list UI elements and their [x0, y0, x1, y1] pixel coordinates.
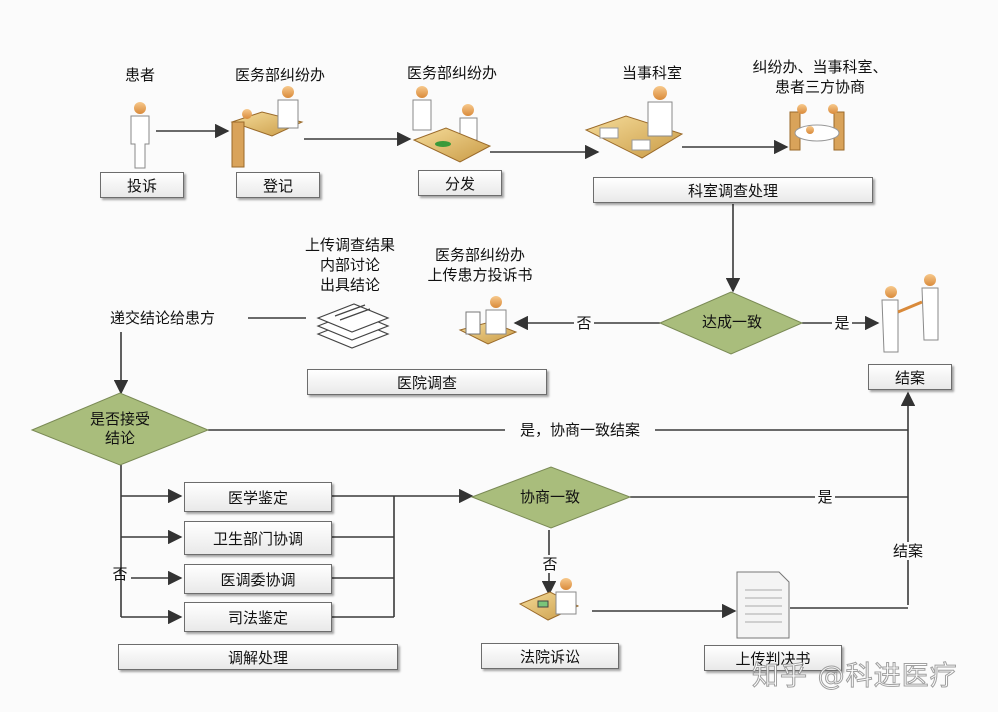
- document-stack-icon: [316, 303, 390, 349]
- register-box[interactable]: 登记: [236, 172, 320, 198]
- agree-diamond: [658, 291, 804, 355]
- consensus-diamond: [470, 466, 632, 529]
- tripartite-caption-2: 患者三方协商: [774, 78, 865, 96]
- person-at-computer-icon: [458, 296, 518, 345]
- option-judicial-appraisal[interactable]: 司法鉴定: [184, 602, 332, 632]
- mediation-box[interactable]: 调解处理: [118, 644, 398, 670]
- docs-caption-1: 上传调查结果: [304, 236, 395, 254]
- upload-judgment-box[interactable]: 上传判决书: [704, 645, 842, 671]
- accept-yes-label: 是，协商一致结案: [505, 421, 655, 439]
- agree-no-label: 否: [574, 314, 594, 332]
- option-medical-appraisal[interactable]: 医学鉴定: [184, 482, 332, 512]
- accept-diamond-label-1: 是否接受: [89, 410, 150, 428]
- person-with-papers-icon: [584, 86, 684, 159]
- deliver-conclusion-label: 递交结论给患方: [110, 309, 216, 327]
- option-mediation-committee[interactable]: 医调委协调: [184, 564, 332, 594]
- agree-diamond-label: 达成一致: [701, 313, 762, 331]
- accept-diamond: [30, 392, 210, 466]
- dept-investigation-box[interactable]: 科室调查处理: [593, 177, 873, 203]
- close-case-box[interactable]: 结案: [868, 364, 952, 390]
- complaint-box[interactable]: 投诉: [100, 172, 184, 198]
- dispatch-caption: 医务部纠纷办: [406, 64, 497, 82]
- person-signing-icon: [518, 578, 580, 621]
- department-caption: 当事科室: [621, 64, 682, 82]
- consensus-diamond-label: 协商一致: [519, 488, 580, 506]
- watermark: 知乎 @科进医疗: [752, 661, 958, 693]
- dispatch-box[interactable]: 分发: [418, 170, 502, 196]
- standing-person-icon: [130, 102, 150, 169]
- accept-no-label: 否: [112, 565, 128, 583]
- meeting-table-icon: [789, 104, 845, 151]
- handshake-icon: [881, 274, 939, 353]
- register-caption: 医务部纠纷办: [234, 66, 325, 84]
- person-at-desk-icon: [230, 86, 304, 168]
- docs-caption-2: 内部讨论: [319, 256, 380, 274]
- close-case-label: 结案: [888, 542, 928, 560]
- document-icon: [736, 571, 790, 639]
- docs-caption-3: 出具结论: [319, 276, 380, 294]
- two-people-table-icon: [412, 86, 492, 163]
- patient-caption: 患者: [124, 66, 155, 84]
- option-health-dept[interactable]: 卫生部门协调: [184, 521, 332, 555]
- consensus-yes-label: 是: [815, 488, 835, 506]
- court-litigation-box[interactable]: 法院诉讼: [481, 643, 619, 669]
- accept-diamond-label-2: 结论: [104, 429, 135, 447]
- agree-yes-label: 是: [832, 314, 852, 332]
- consensus-no-label: 否: [540, 555, 560, 573]
- upload-caption-2: 上传患方投诉书: [427, 266, 533, 284]
- upload-caption-1: 医务部纠纷办: [434, 246, 525, 264]
- hospital-investigation-box[interactable]: 医院调查: [307, 369, 547, 395]
- tripartite-caption-1: 纠纷办、当事科室、: [752, 58, 888, 76]
